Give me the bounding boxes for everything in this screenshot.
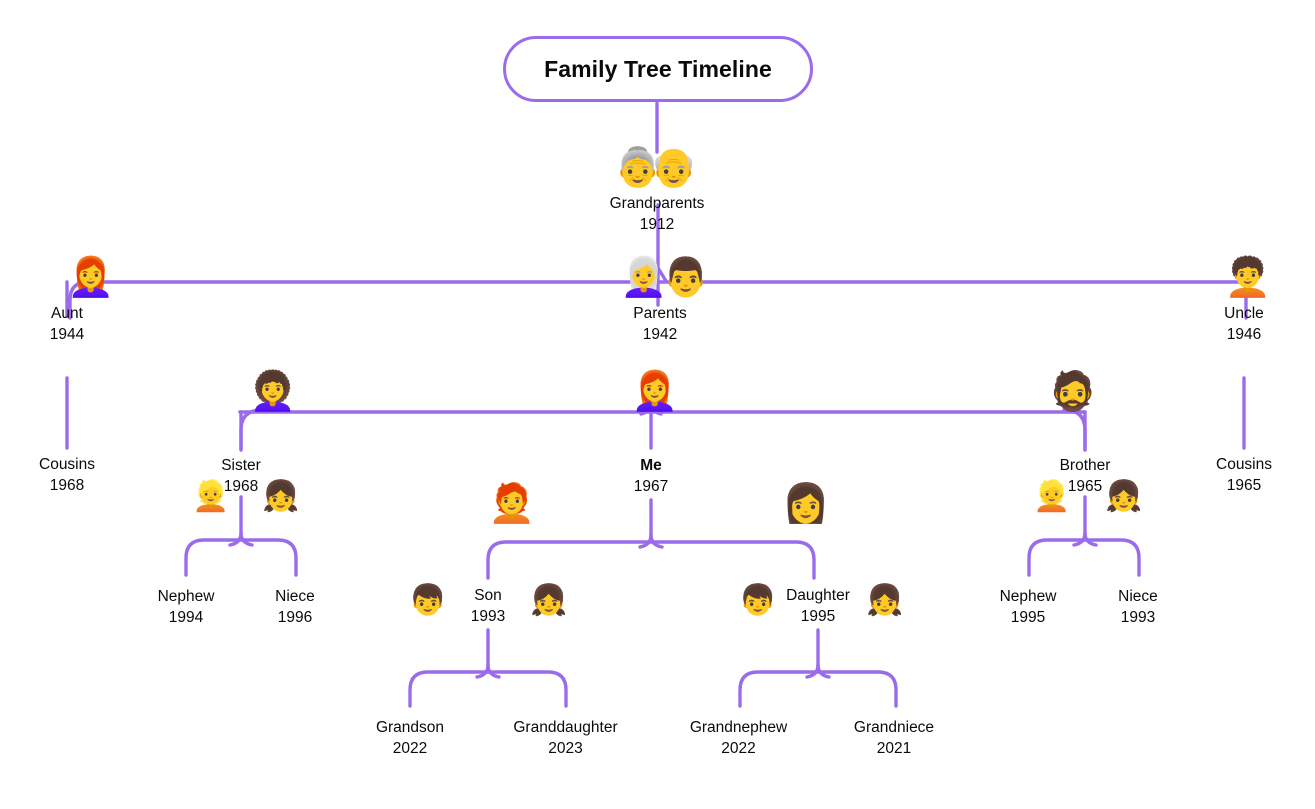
node-label: Uncle (1224, 305, 1264, 322)
red-hair-woman-emoji: 👩‍🦰 (631, 369, 679, 413)
edge-aunt-corner (68, 280, 90, 320)
node-year: 2022 (721, 739, 756, 757)
curly-hair-woman-emoji: 👩‍🦱 (249, 369, 297, 413)
node-year: 1946 (1226, 325, 1262, 343)
node-label: Cousins (39, 456, 95, 473)
long-hair-woman-emoji: 👩 (782, 481, 830, 525)
node-aunt[interactable]: 👩‍🦰 Aunt 1944 (17, 258, 117, 345)
node-year: 1944 (49, 325, 85, 343)
node-year: 1965 (1067, 477, 1103, 495)
node-label: Nephew (999, 588, 1057, 605)
girl-emoji: 👧 (262, 479, 300, 514)
node-nephew-left[interactable]: Nephew 1994 (136, 587, 236, 628)
node-year: 1993 (470, 607, 506, 625)
node-year: 1994 (168, 608, 204, 626)
node-label: Aunt (51, 305, 83, 322)
node-year: 2023 (548, 739, 583, 757)
curly-hair-person-emoji: 🧑‍🦱 (1224, 255, 1272, 299)
node-year: 1995 (800, 607, 836, 625)
node-grandson[interactable]: Grandson 2022 (345, 718, 475, 759)
node-label: Grandson (375, 719, 445, 736)
node-label: Niece (275, 588, 315, 605)
man-emoji: 👨 (662, 255, 710, 299)
red-hair-person-emoji: 👩‍🦰 (67, 255, 115, 299)
node-me[interactable]: 👩‍🦰 Me 1967 (601, 372, 701, 497)
boy-emoji: 👦 (739, 583, 777, 618)
edge-son-tee (475, 663, 501, 679)
node-year: 1968 (223, 477, 259, 495)
node-niece-right[interactable]: Niece 1993 (1088, 587, 1188, 628)
edge-son-bracket (408, 670, 568, 708)
node-label: Grandniece (853, 719, 935, 736)
node-brother[interactable]: 🧔 Brother 1965 (1035, 372, 1135, 497)
diagram-title-box: Family Tree Timeline (503, 36, 813, 102)
blond-boy-emoji: 👱 (1033, 479, 1071, 514)
node-label: Sister (221, 457, 261, 474)
node-year: 1993 (1120, 608, 1156, 626)
node-year: 1995 (1010, 608, 1046, 626)
node-nephew-right[interactable]: Nephew 1995 (978, 587, 1078, 628)
node-grandparents[interactable]: 👵 👴 Grandparents 1912 (557, 148, 757, 235)
node-uncle[interactable]: 🧑‍🦱 Uncle 1946 (1194, 258, 1294, 345)
node-label: Granddaughter (513, 719, 618, 736)
node-label: Grandparents (609, 195, 705, 212)
node-year: 1912 (639, 215, 675, 233)
node-label: Son (474, 587, 502, 604)
arrowhead-me-up (639, 398, 663, 416)
edge-uncle-corner (1241, 280, 1248, 320)
node-label: Parents (633, 305, 687, 322)
girl-pigtails-emoji: 👧 (530, 583, 568, 618)
node-label: Cousins (1216, 456, 1272, 473)
edge-daughter-tee (805, 663, 831, 679)
older-woman-emoji: 👵 (614, 145, 662, 189)
edge-sister-tee (228, 531, 254, 547)
edge-brother-tee (1072, 531, 1098, 547)
bearded-man-emoji: 🧔 (1049, 369, 1097, 413)
edge-sister-bracket (184, 538, 298, 577)
white-hair-woman-emoji: 👩‍🦳 (620, 255, 668, 299)
node-label: Daughter (786, 587, 850, 604)
page-title: Family Tree Timeline (544, 55, 772, 82)
node-label: Nephew (157, 588, 215, 605)
node-niece-left[interactable]: Niece 1996 (245, 587, 345, 628)
arrowhead-parents-up (648, 266, 668, 283)
node-label: Brother (1059, 457, 1111, 474)
node-year: 1996 (277, 608, 313, 626)
edge-brother-bracket (1027, 538, 1141, 577)
node-year: 2022 (392, 739, 428, 757)
node-parents[interactable]: 👩‍🦳 👨 Parents 1942 (560, 258, 760, 345)
node-son[interactable]: 🧑‍🦰 Son 1993 (438, 484, 538, 627)
node-year: 1968 (49, 476, 85, 494)
red-hair-person-emoji: 🧑‍🦰 (488, 481, 536, 525)
node-grandnephew[interactable]: Grandnephew 2022 (661, 718, 816, 759)
node-sister[interactable]: 👩‍🦱 Sister 1968 (191, 372, 296, 497)
edge-sibling-corner-left (239, 408, 264, 452)
edge-me-tee (638, 533, 664, 549)
node-year: 1965 (1226, 476, 1262, 494)
node-cousins-right[interactable]: Cousins 1965 (1194, 455, 1294, 496)
node-label: Niece (1118, 588, 1158, 605)
node-label: Grandnephew (689, 719, 788, 736)
node-label: Me (640, 457, 662, 474)
node-daughter[interactable]: 👩 Daughter 1995 (768, 484, 868, 627)
node-year: 1942 (642, 325, 678, 343)
boy-emoji: 👦 (409, 583, 447, 618)
node-cousins-left[interactable]: Cousins 1968 (17, 455, 117, 496)
blond-boy-emoji: 👱 (192, 479, 230, 514)
edge-sibling-corner-right (1062, 408, 1087, 452)
older-man-emoji: 👴 (650, 145, 698, 189)
node-year: 1967 (633, 477, 669, 495)
node-granddaughter[interactable]: Granddaughter 2023 (483, 718, 648, 759)
girl-pigtails-emoji: 👧 (866, 583, 904, 618)
edge-daughter-bracket (738, 670, 898, 708)
girl-emoji: 👧 (1105, 479, 1143, 514)
node-grandniece[interactable]: Grandniece 2021 (824, 718, 964, 759)
node-year: 2021 (876, 739, 912, 757)
